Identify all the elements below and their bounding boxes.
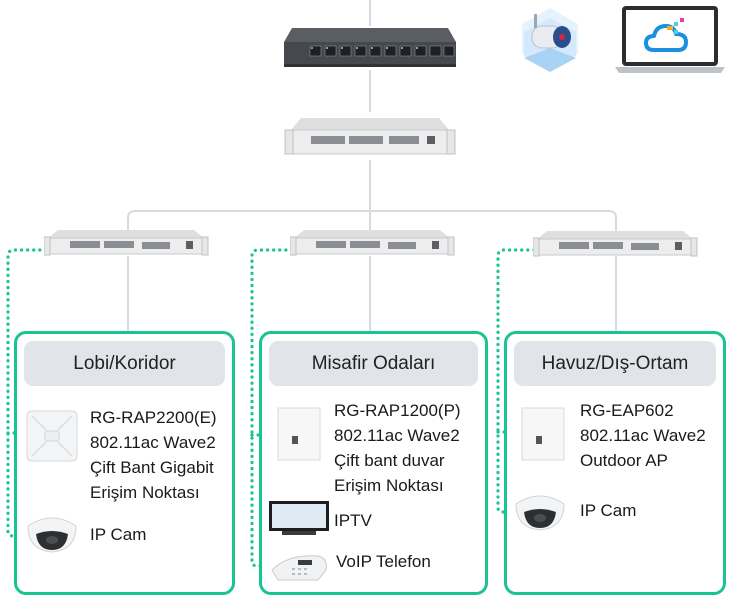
core-poe-switch[interactable] xyxy=(280,26,460,70)
ap-description: RG-EAP602 802.11ac Wave2 Outdoor AP xyxy=(580,398,706,473)
zone-pool-outdoor: Havuz/Dış-Ortam xyxy=(504,331,726,595)
ap-type: Outdoor AP xyxy=(580,451,668,470)
ap-model: RG-RAP2200(E) xyxy=(90,408,217,427)
ap-standard: 802.11ac Wave2 xyxy=(334,426,460,445)
zone-title: Havuz/Dış-Ortam xyxy=(514,341,716,386)
cloud-management-laptop[interactable] xyxy=(610,4,730,76)
dome-camera[interactable] xyxy=(26,508,78,554)
left-dotted-link xyxy=(6,248,48,538)
distribution-bus-line xyxy=(127,210,617,232)
ap-model: RG-EAP602 xyxy=(580,401,674,420)
device-label: IPTV xyxy=(334,511,372,530)
ap-type-2: Erişim Noktası xyxy=(90,483,200,502)
ap-type-2: Erişim Noktası xyxy=(334,476,444,495)
ap-standard: 802.11ac Wave2 xyxy=(90,433,216,452)
dome-camera[interactable] xyxy=(514,486,566,532)
right-dotted-link xyxy=(496,248,536,514)
trunk-links xyxy=(127,0,617,332)
zone-lobby-corridor: Lobi/Koridor xyxy=(14,331,235,595)
zone-title: Misafir Odaları xyxy=(269,341,478,386)
access-links xyxy=(6,248,536,568)
wall-plate-access-point[interactable] xyxy=(276,406,322,462)
zone-title: Lobi/Koridor xyxy=(24,341,225,386)
ap-model: RG-RAP1200(P) xyxy=(334,401,461,420)
tv-icon[interactable] xyxy=(268,500,330,538)
ap-description: RG-RAP1200(P) 802.11ac Wave2 Çift bant d… xyxy=(334,398,461,498)
zone-guest-rooms: Misafir Odaları xyxy=(259,331,488,595)
aggregation-switch[interactable] xyxy=(283,112,457,160)
center-dotted-link xyxy=(250,248,294,568)
voip-phone-icon[interactable] xyxy=(268,548,330,584)
device-label: IP Cam xyxy=(580,501,637,520)
ap-type: Çift bant duvar xyxy=(334,451,445,470)
ap-type: Çift Bant Gigabit xyxy=(90,458,214,477)
ap-description: RG-RAP2200(E) 802.11ac Wave2 Çift Bant G… xyxy=(90,405,217,505)
access-switch-center[interactable] xyxy=(290,228,458,258)
access-switch-right[interactable] xyxy=(533,229,701,259)
device-label: VoIP Telefon xyxy=(336,552,431,571)
ip-camera-cloud-icon[interactable] xyxy=(518,4,582,76)
access-switch-left[interactable] xyxy=(44,228,212,258)
ap-standard: 802.11ac Wave2 xyxy=(580,426,706,445)
outdoor-access-point[interactable] xyxy=(520,406,566,462)
device-label: IP Cam xyxy=(90,525,147,544)
ceiling-access-point[interactable] xyxy=(26,410,78,462)
